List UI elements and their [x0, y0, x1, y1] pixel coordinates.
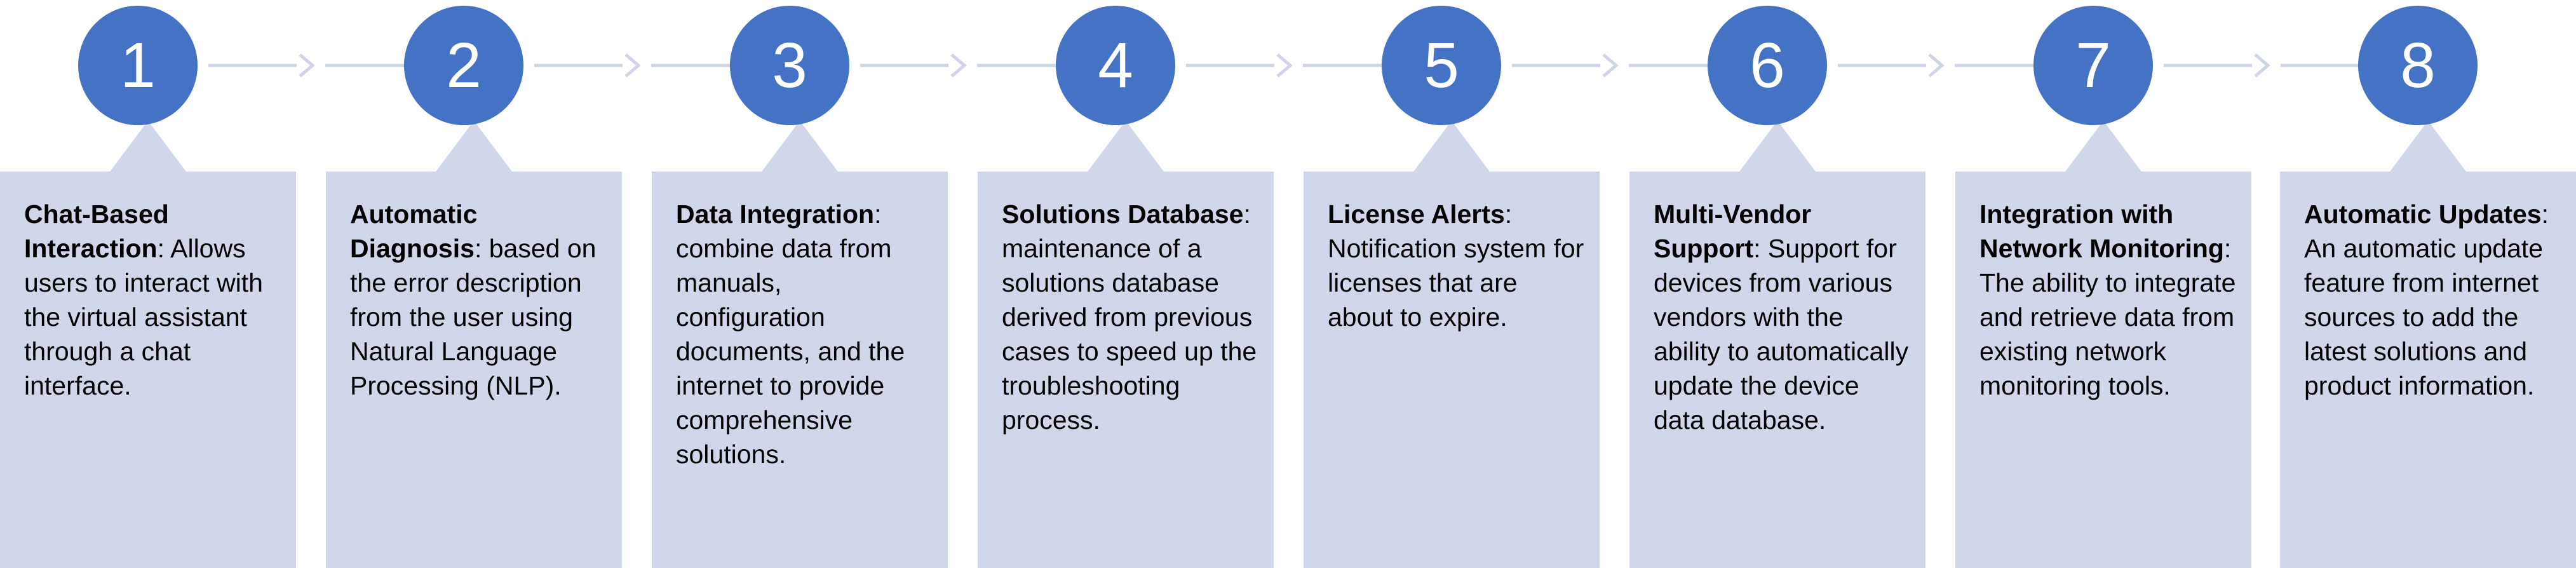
step-1: 1 Chat-Based Interaction: Allows users t…	[0, 0, 296, 568]
card-pointer	[1088, 121, 1164, 172]
step-description: Multi-Vendor Support: Support for device…	[1654, 197, 1915, 437]
step-number-badge: 1	[78, 6, 198, 125]
step-card	[0, 172, 296, 568]
step-number-badge: 8	[2358, 6, 2478, 125]
step-term: Solutions Database	[1002, 199, 1244, 229]
step-number-badge: 7	[2033, 6, 2153, 125]
step-description: Automatic Updates: An automatic update f…	[2304, 197, 2566, 403]
step-description: Chat-Based Interaction: Allows users to …	[24, 197, 286, 403]
step-4: 4 Solutions Database: maintenance of a s…	[978, 0, 1274, 568]
card-pointer	[110, 121, 186, 172]
step-description: Solutions Database: maintenance of a sol…	[1002, 197, 1264, 437]
step-number-badge: 6	[1708, 6, 1827, 125]
step-detail: : Notification system for licenses that …	[1328, 199, 1584, 332]
step-detail: : An automatic update feature from inter…	[2304, 199, 2549, 400]
step-number: 6	[1750, 30, 1785, 101]
step-number-badge: 5	[1382, 6, 1501, 125]
step-number: 5	[1424, 30, 1459, 101]
card-pointer	[1413, 121, 1490, 172]
step-7: 7 Integration with Network Monitoring: T…	[1955, 0, 2251, 568]
step-description: Integration with Network Monitoring: The…	[1979, 197, 2241, 403]
step-card	[978, 172, 1274, 568]
step-number: 3	[772, 30, 807, 101]
step-number: 8	[2400, 30, 2436, 101]
step-term: Chat-Based Interaction	[24, 199, 169, 263]
step-number: 1	[120, 30, 156, 101]
card-pointer	[2065, 121, 2141, 172]
step-number-badge: 4	[1056, 6, 1175, 125]
card-pointer	[2390, 121, 2466, 172]
step-number-badge: 3	[730, 6, 849, 125]
step-3: 3 Data Integration: combine data from ma…	[652, 0, 948, 568]
step-detail: : maintenance of a solutions database de…	[1002, 199, 1257, 435]
step-detail: : The ability to integrate and retrieve …	[1979, 234, 2236, 400]
step-term: Integration with Network Monitoring	[1979, 199, 2224, 263]
card-pointer	[762, 121, 838, 172]
step-card	[1955, 172, 2251, 568]
card-pointer	[1739, 121, 1816, 172]
step-term: License Alerts	[1328, 199, 1505, 229]
step-number: 2	[446, 30, 482, 101]
step-detail: : combine data from manuals, configurati…	[676, 199, 905, 469]
step-card	[1629, 172, 1925, 568]
step-term: Data Integration	[676, 199, 875, 229]
card-pointer	[436, 121, 512, 172]
step-card	[326, 172, 622, 568]
step-description: License Alerts: Notification system for …	[1328, 197, 1589, 334]
step-card	[652, 172, 948, 568]
step-2: 2 Automatic Diagnosis: based on the erro…	[326, 0, 622, 568]
step-8: 8 Automatic Updates: An automatic update…	[2280, 0, 2576, 568]
step-term: Automatic Diagnosis	[350, 199, 478, 263]
step-term: Multi-Vendor Support	[1654, 199, 1812, 263]
step-term: Automatic Updates	[2304, 199, 2542, 229]
step-detail: : Support for devices from various vendo…	[1654, 234, 1909, 435]
step-6: 6 Multi-Vendor Support: Support for devi…	[1629, 0, 1925, 568]
step-detail: : Allows users to interact with the virt…	[24, 234, 263, 400]
step-card	[1304, 172, 1600, 568]
step-number: 7	[2075, 30, 2111, 101]
step-card	[2280, 172, 2576, 568]
step-description: Automatic Diagnosis: based on the error …	[350, 197, 612, 403]
step-5: 5 License Alerts: Notification system fo…	[1304, 0, 1600, 568]
step-number: 4	[1098, 30, 1133, 101]
step-detail: : based on the error description from th…	[350, 234, 597, 400]
step-number-badge: 2	[404, 6, 523, 125]
step-description: Data Integration: combine data from manu…	[676, 197, 938, 471]
